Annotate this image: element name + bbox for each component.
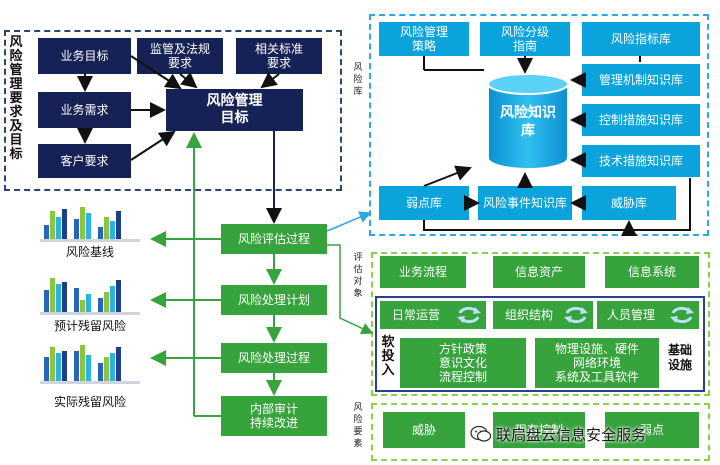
chart-bar [50,347,55,381]
chart-label-actual: 实际残留风险 [53,395,126,409]
requirements-panel [4,30,342,191]
knowledge-base-cylinder-icon [487,73,569,170]
obj-org-structure: 组织结构 [493,301,593,329]
knowledge-base-label: 风险知识 库 [500,105,556,139]
chart-bar [110,221,115,239]
lib-events: 风险事件知识库 [478,186,572,220]
chart-bar [62,209,67,239]
lib-grading: 风险分级 指南 [480,22,570,56]
chart-base [40,239,140,242]
lib-technical: 技术措施知识库 [582,145,700,177]
chart-bar [44,290,49,312]
risk-elements-panel [371,403,710,461]
chart-base [40,381,140,384]
chart-bar [56,353,61,381]
cycle-icon [670,306,694,324]
lib-strategy: 风险管理 策略 [379,22,469,56]
soft-input-items: 方针政策 意识文化 流程控制 [400,338,526,388]
elem-existing-control: 现有控制 [493,412,585,448]
bar-chart-icon [40,278,140,315]
chart-bar [56,217,61,239]
chart-bar [56,284,61,312]
lib-control: 控制措施知识库 [582,104,700,136]
lib-mechanism: 管理机制知识库 [582,64,700,96]
elem-weakness: 弱点 [605,412,699,448]
risk-management-goal: 风险管理 目标 [166,89,303,131]
step-plan: 风险处理计划 [221,285,327,315]
chart-bar [50,211,55,239]
chart-bar [80,207,85,239]
chart-bar [74,219,79,239]
chart-bar [116,211,121,239]
risk-elements-label: 风险要素 [353,403,363,449]
chart-bar [86,294,91,312]
elem-threat: 威胁 [383,412,465,448]
chart-bar [74,351,79,381]
req-business-goal: 业务目标 [38,38,131,74]
infrastructure-items: 物理设施、硬件 网络环境 系统及工具软件 [535,338,659,388]
chart-bar [110,353,115,381]
chart-bar [104,292,109,312]
chart-bar [116,347,121,381]
bar-chart-icon [40,345,140,384]
bar-chart-icon [40,207,140,242]
soft-infra-frame [375,296,705,392]
infrastructure-label: 基础 设施 [667,343,692,372]
assessment-label: 评估对象 [353,253,363,299]
watermark: 联扃盘云信息安全服务 [470,422,710,446]
chart-bar [80,345,85,381]
watermark-text: 联扃盘云信息安全服务 [496,425,647,444]
chart-bar [74,288,79,312]
chart-bar [98,363,103,381]
req-standards: 相关标准 要求 [236,38,322,74]
step-process: 风险处理过程 [221,343,327,373]
chart-bar [86,355,91,381]
step-assessment: 风险评估过程 [221,224,327,254]
lib-indicators: 风险指标库 [582,22,700,56]
lib-threat: 威胁库 [582,186,676,220]
chart-bar [50,278,55,312]
cycle-icon [457,306,481,324]
chart-bar [98,298,103,312]
chart-bar [62,282,67,312]
chart-bar [62,351,67,381]
chart-bar [110,286,115,312]
cycle-icon [564,306,588,324]
chart-bar [104,357,109,381]
chart-label-expected: 预计残留风险 [53,319,126,333]
chart-bar [86,213,91,239]
obj-business-process: 业务流程 [380,256,466,288]
chart-label-baseline: 风险基线 [65,245,114,259]
chart-bar [44,225,49,239]
chart-bar [98,227,103,239]
step-audit: 内部审计 持续改进 [221,396,327,436]
soft-input-label: 软投入 [381,335,395,378]
obj-people: 人员管理 [597,301,699,329]
requirements-panel-label: 风险管理要求及目标 [9,35,23,162]
obj-daily-ops: 日常运营 [380,301,486,329]
lib-weakness: 弱点库 [379,186,469,220]
obj-info-systems: 信息系统 [605,256,699,288]
chart-base [40,312,140,315]
risk-library-panel [369,14,709,236]
obj-info-assets: 信息资产 [493,256,585,288]
wechat-icon [470,425,492,442]
req-customer: 客户要求 [38,144,131,178]
chart-bar [104,217,109,239]
risk-library-label: 风险库 [353,63,363,97]
chart-bar [80,300,85,312]
req-business-need: 业务需求 [38,92,131,128]
chart-bar [116,280,121,312]
req-regulation: 监管及法规 要求 [137,38,223,74]
chart-bar [44,357,49,381]
